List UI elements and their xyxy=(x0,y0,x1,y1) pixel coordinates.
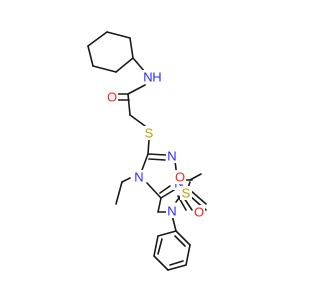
phenyl-ring xyxy=(153,230,191,271)
thioether-sulfur-label: S xyxy=(145,126,154,141)
thioether-link xyxy=(147,139,150,155)
methylene-link xyxy=(157,197,167,213)
sulfonyl-oxygen-2-label: O xyxy=(194,205,204,220)
sulfonyl-sulfur-label: S xyxy=(182,186,191,201)
ethyl-group xyxy=(115,177,131,205)
amide-chain xyxy=(115,57,146,127)
sulfonyl-oxygen-1-label: O xyxy=(175,170,185,185)
molecule-structure: N H O S N N N N S O O xyxy=(87,31,207,271)
structure-canvas: N H O S N N N N S O O xyxy=(87,31,207,271)
sulfonamide-nitrogen-label: N xyxy=(167,204,176,219)
amide-hydrogen-label: H xyxy=(152,70,161,85)
atom-labels: N H O S N N N N S O O xyxy=(106,70,205,220)
cyclohexyl-ring xyxy=(87,31,134,73)
amide-nitrogen-label: N xyxy=(143,70,152,85)
amide-oxygen-label: O xyxy=(107,90,117,105)
triazole-n4-label: N xyxy=(134,170,143,185)
triazole-n1-label: N xyxy=(167,149,176,164)
